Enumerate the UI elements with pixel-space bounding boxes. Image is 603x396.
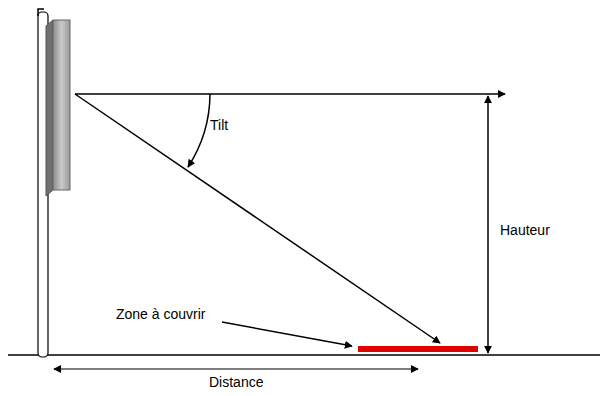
height-dimension bbox=[487, 96, 489, 353]
antenna-panel bbox=[53, 20, 70, 190]
tilt-arc bbox=[188, 94, 210, 167]
distance-dimension bbox=[54, 368, 418, 369]
ground-line bbox=[8, 354, 600, 356]
dimension-label: Hauteur bbox=[500, 222, 550, 238]
zone-leader bbox=[222, 322, 352, 346]
angle-label: Tilt bbox=[210, 117, 228, 133]
antenna-side bbox=[46, 20, 53, 196]
beam-arrow bbox=[75, 94, 440, 343]
horizontal-arrow bbox=[75, 93, 505, 95]
coverage-zone bbox=[358, 346, 478, 352]
pole-top bbox=[38, 9, 44, 16]
dimension-label: Distance bbox=[209, 374, 263, 390]
callout-label: Zone à couvrir bbox=[116, 306, 205, 322]
